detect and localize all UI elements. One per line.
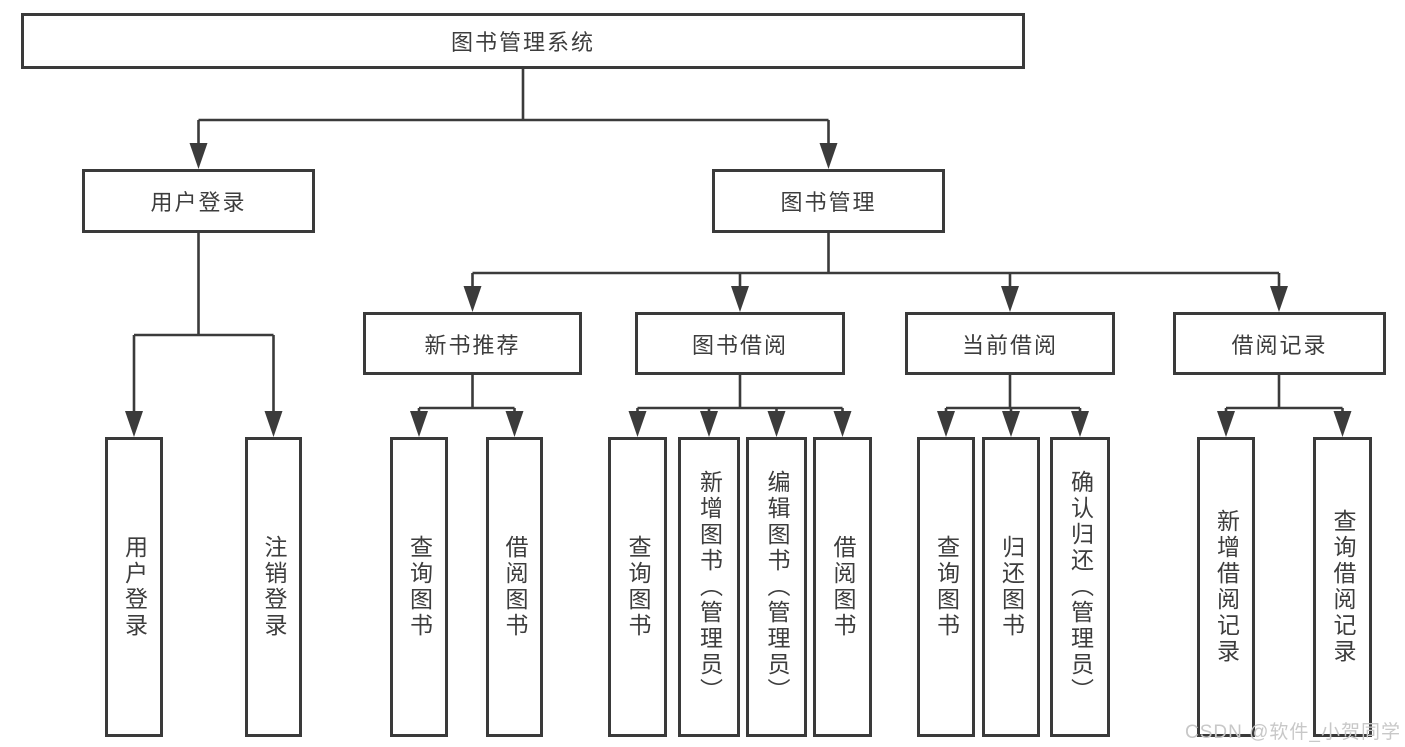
connector-current-borrow-to-leaves: [937, 375, 1089, 437]
arrowhead: [700, 411, 718, 437]
node-leaf-return-book: 归还图书: [982, 437, 1040, 737]
arrowhead: [731, 286, 749, 312]
node-root-system: 图书管理系统: [21, 13, 1025, 69]
node-leaf-borrow-book-recommend: 借阅图书: [486, 437, 543, 737]
connector-book-borrow-to-leaves: [628, 375, 852, 437]
node-leaf-query-book-recommend: 查询图书: [390, 437, 448, 737]
node-leaf-borrow-book: 借阅图书: [813, 437, 872, 737]
arrowhead: [1270, 286, 1288, 312]
node-user-login: 用户登录: [82, 169, 315, 233]
arrowhead: [189, 143, 208, 169]
arrowhead: [1002, 411, 1020, 437]
node-book-borrow: 图书借阅: [635, 312, 845, 375]
arrowhead: [1217, 411, 1235, 437]
node-new-book-recommend: 新书推荐: [363, 312, 582, 375]
arrowhead: [1333, 411, 1352, 437]
arrowhead: [1001, 286, 1019, 312]
connector-new-book-to-leaves: [410, 375, 524, 437]
arrowhead: [125, 411, 143, 437]
node-leaf-query-book-borrow: 查询图书: [608, 437, 667, 737]
node-current-borrow: 当前借阅: [905, 312, 1115, 375]
arrowhead: [1071, 411, 1089, 437]
node-book-management: 图书管理: [712, 169, 945, 233]
arrowhead: [819, 143, 838, 169]
arrowhead: [628, 411, 647, 437]
arrowhead: [410, 411, 428, 437]
arrowhead: [264, 411, 283, 437]
node-leaf-user-login: 用户登录: [105, 437, 163, 737]
connector-root-to-level2: [189, 68, 838, 169]
node-leaf-query-borrow-record: 查询借阅记录: [1313, 437, 1372, 737]
arrowhead: [505, 411, 524, 437]
node-leaf-confirm-return-admin: 确认归还（管理员）: [1050, 437, 1110, 737]
node-leaf-add-book-admin: 新增图书（管理员）: [678, 437, 740, 737]
node-borrow-records: 借阅记录: [1173, 312, 1386, 375]
connector-book-management-to-level3: [463, 233, 1288, 312]
arrowhead: [463, 286, 482, 312]
connector-user-login-to-leaves: [125, 233, 283, 437]
node-leaf-logout: 注销登录: [245, 437, 302, 737]
arrowhead: [767, 411, 786, 437]
connector-borrow-records-to-leaves: [1217, 375, 1352, 437]
csdn-watermark: CSDN @软件_小贺同学: [1185, 722, 1401, 743]
node-leaf-edit-book-admin: 编辑图书（管理员）: [746, 437, 807, 737]
node-leaf-query-book-current: 查询图书: [917, 437, 975, 737]
arrowhead: [937, 411, 955, 437]
node-leaf-add-borrow-record: 新增借阅记录: [1197, 437, 1255, 737]
arrowhead: [833, 411, 852, 437]
